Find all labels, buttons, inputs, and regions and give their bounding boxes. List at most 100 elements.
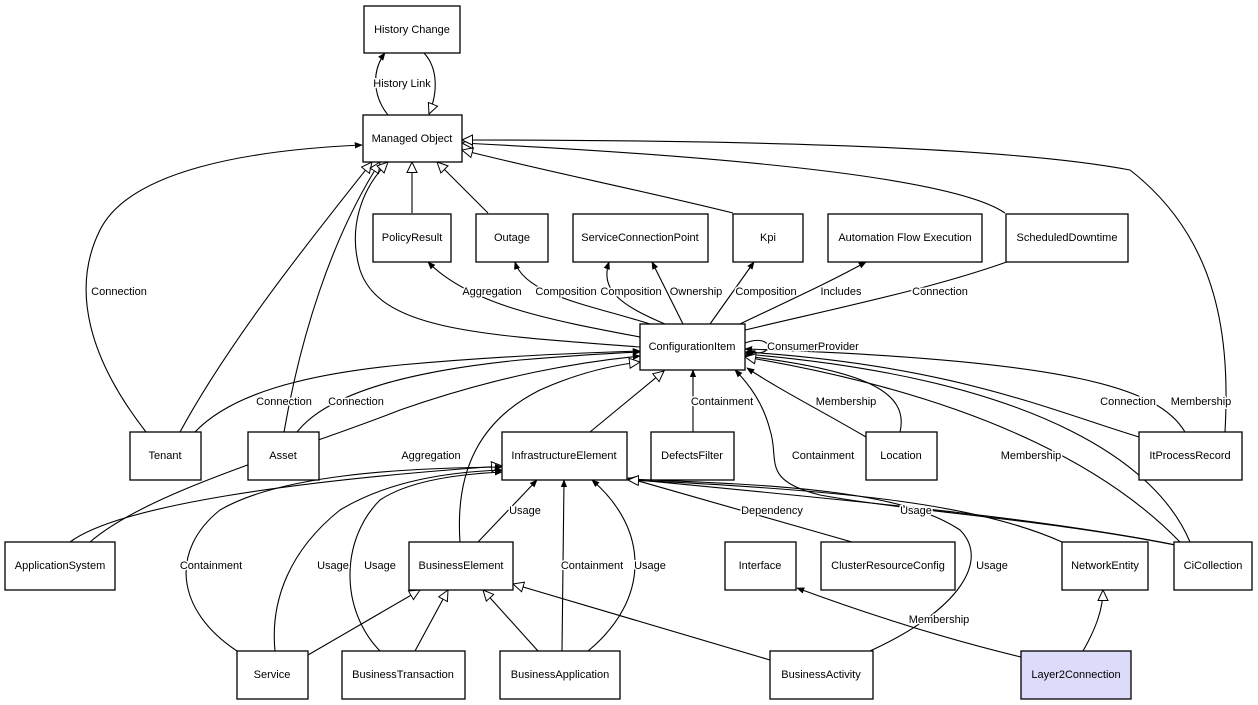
node-label: Kpi: [760, 232, 776, 244]
node-asset[interactable]: Asset: [247, 431, 320, 481]
edges-layer: [69, 52, 1227, 661]
nodes-layer: History Change Managed Object PolicyResu…: [4, 5, 1253, 700]
edge-label-usage: Usage: [509, 505, 541, 517]
edge-location-membership-ci: [746, 367, 867, 438]
node-business-application[interactable]: BusinessApplication: [499, 650, 621, 700]
node-scheduled-downtime[interactable]: ScheduledDowntime: [1005, 213, 1129, 263]
node-ci-collection[interactable]: CiCollection: [1173, 541, 1253, 591]
edge-appsys-aggregation-ci: [89, 353, 641, 543]
node-label: Tenant: [148, 450, 181, 462]
node-label: InfrastructureElement: [511, 450, 616, 462]
edge-service-usage-ie: [273, 467, 503, 652]
node-label: Outage: [494, 232, 530, 244]
edge-asset-connection-ci: [296, 349, 641, 433]
node-network-entity[interactable]: NetworkEntity: [1061, 541, 1149, 591]
node-label: Managed Object: [372, 133, 453, 145]
edge-appsys-generalization-ie: [69, 466, 502, 543]
node-interface[interactable]: Interface: [724, 541, 797, 591]
node-kpi[interactable]: Kpi: [732, 213, 804, 263]
node-infrastructure-element[interactable]: InfrastructureElement: [501, 431, 628, 481]
node-service[interactable]: Service: [236, 650, 309, 700]
edge-label-dependency: Dependency: [741, 505, 803, 517]
edge-ci-composition-scp: [603, 261, 666, 325]
node-cluster-resource-config[interactable]: ClusterResourceConfig: [820, 541, 956, 591]
edge-label-consumerprovider: ConsumerProvider: [767, 341, 859, 353]
node-tenant[interactable]: Tenant: [129, 431, 202, 481]
node-label: ItProcessRecord: [1149, 450, 1230, 462]
edge-ba-usage-ie: [587, 479, 636, 652]
node-configuration-item[interactable]: ConfigurationItem: [639, 323, 746, 371]
edge-label-membership: Membership: [1001, 450, 1062, 462]
edge-l2c-membership-interface: [796, 587, 1026, 659]
node-it-process-record[interactable]: ItProcessRecord: [1138, 431, 1243, 481]
edge-tenant-connection-managed-object: [85, 142, 363, 433]
node-business-element[interactable]: BusinessElement: [408, 541, 514, 591]
node-label: ConfigurationItem: [649, 341, 736, 353]
edge-label-usage: Usage: [364, 560, 396, 572]
edge-kpi-generalization: [462, 150, 734, 214]
edge-label-membership: Membership: [1171, 396, 1232, 408]
edge-asset-generalization-managed-object: [283, 162, 380, 433]
edge-ci-aggregation-policyresult: [427, 261, 641, 338]
edge-businesselement-usage-ie: [477, 479, 538, 543]
node-label: ClusterResourceConfig: [831, 560, 945, 572]
edge-service-generalization-be: [307, 590, 420, 656]
edge-label-composition: Composition: [600, 286, 661, 298]
node-business-transaction[interactable]: BusinessTransaction: [341, 650, 466, 700]
edge-itpr-membership-ci: [744, 346, 1186, 433]
node-defects-filter[interactable]: DefectsFilter: [650, 431, 735, 481]
edge-label-containment: Containment: [691, 396, 753, 408]
edge-networkentity-generalization-ie: [628, 480, 1063, 543]
node-label: Asset: [269, 450, 297, 462]
edge-ie-generalization-ci: [589, 371, 664, 433]
node-label: DefectsFilter: [661, 450, 723, 462]
edge-l2c-generalization-networkentity: [1082, 590, 1103, 652]
edge-label-includes: Includes: [821, 286, 862, 298]
node-label: PolicyResult: [382, 232, 443, 244]
edge-crc-dependency-ie: [627, 476, 853, 543]
node-policy-result[interactable]: PolicyResult: [372, 213, 452, 263]
node-label: Interface: [739, 560, 782, 572]
edge-label-ownership: Ownership: [670, 286, 723, 298]
node-layer2-connection[interactable]: Layer2Connection: [1020, 650, 1132, 700]
edge-itpr-connection-ci: [744, 349, 1140, 438]
node-label: ScheduledDowntime: [1017, 232, 1118, 244]
node-service-connection-point[interactable]: ServiceConnectionPoint: [572, 213, 709, 263]
node-history-change[interactable]: History Change: [363, 5, 461, 54]
node-application-system[interactable]: ApplicationSystem: [4, 541, 116, 591]
edge-ba-containment-ie: [560, 479, 568, 652]
edge-cicollection-usage-ie: [627, 476, 1177, 546]
edge-label-usage: Usage: [900, 505, 932, 517]
edge-ci-composition-outage: [514, 261, 651, 325]
node-managed-object[interactable]: Managed Object: [362, 114, 463, 163]
edge-label-aggregation: Aggregation: [462, 286, 521, 298]
edge-label-containment: Containment: [561, 560, 623, 572]
edge-label-usage: Usage: [317, 560, 349, 572]
node-label: Layer2Connection: [1031, 669, 1120, 681]
node-business-activity[interactable]: BusinessActivity: [769, 650, 874, 700]
edge-scheduleddowntime-generalization: [462, 143, 1006, 214]
edge-ci-consumerprovider-self: [744, 339, 769, 357]
edge-location-generalization-ci: [745, 356, 902, 433]
edge-cicollection-generalization-ci: [745, 357, 1181, 543]
node-label: BusinessActivity: [781, 669, 861, 681]
node-outage[interactable]: Outage: [475, 213, 549, 263]
edge-label-composition: Composition: [535, 286, 596, 298]
edge-ci-generalization-managed-object: [354, 162, 641, 348]
node-label: NetworkEntity: [1071, 560, 1139, 572]
edge-label-connection: Connection: [912, 286, 968, 298]
node-automation-flow-execution[interactable]: Automation Flow Execution: [827, 213, 983, 263]
edge-label-composition: Composition: [735, 286, 796, 298]
edge-ci-connection-sd: [744, 252, 1032, 331]
edge-history-link: [375, 52, 389, 116]
edge-bactivity-usage-ie: [627, 476, 972, 652]
node-label: History Change: [374, 24, 450, 36]
edge-ba-generalization-be: [483, 590, 539, 652]
edge-label-connection: Connection: [328, 396, 384, 408]
edge-label-connection: Connection: [91, 286, 147, 298]
node-location[interactable]: Location: [865, 431, 938, 481]
node-label: CiCollection: [1184, 560, 1243, 572]
edge-labels-layer: History Link Connection Aggregation Comp…: [90, 77, 1233, 628]
edge-bactivity-generalization-be: [513, 584, 771, 661]
